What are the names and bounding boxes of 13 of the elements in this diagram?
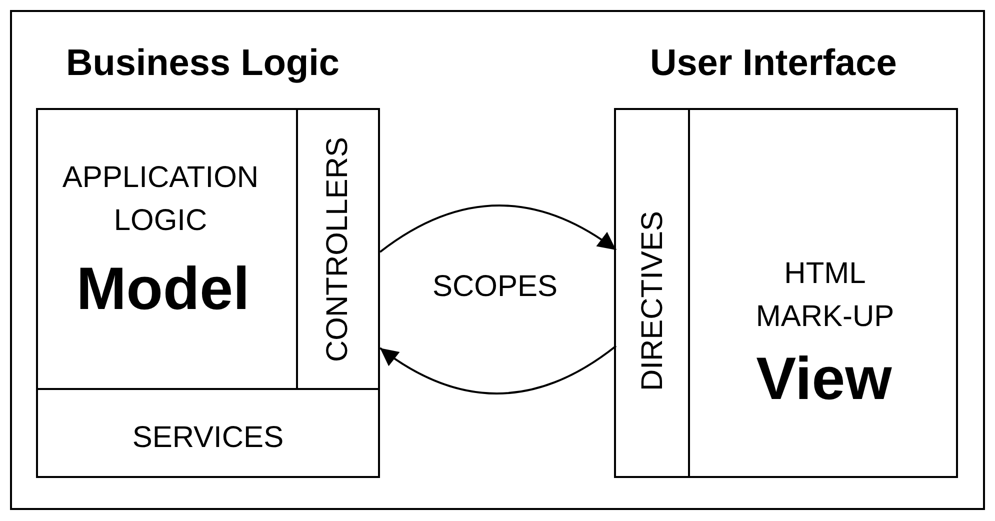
- controllers-strip: [296, 110, 380, 390]
- component-title: Model: [75, 256, 251, 322]
- group-heading: Business Logic: [66, 42, 340, 84]
- layer-label: APPLICATION LOGIC: [61, 160, 260, 239]
- layer-label: CONTROLLERS: [321, 137, 355, 363]
- scope-label: SCOPES: [431, 270, 559, 304]
- group-heading: User Interface: [650, 42, 897, 84]
- layer-label: DIRECTIVES: [636, 210, 670, 392]
- layer-label: HTML MARK-UP: [754, 256, 896, 335]
- layer-label: SERVICES: [131, 420, 285, 456]
- curved-arrow: [379, 345, 617, 394]
- curved-arrow: [379, 204, 617, 253]
- component-title: View: [755, 346, 893, 412]
